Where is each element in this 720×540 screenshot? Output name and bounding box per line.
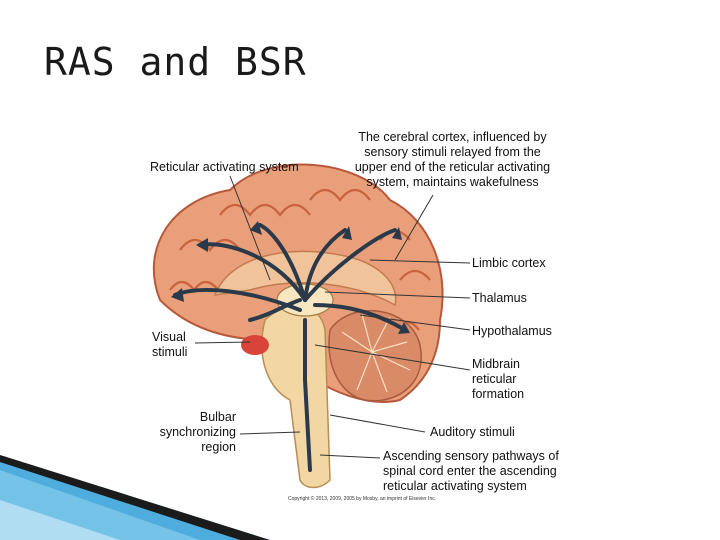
cerebellum [329,311,421,401]
label-ascending-pathways: Ascending sensory pathways of spinal cor… [383,449,559,494]
visual-region [241,335,269,355]
label-reticular-activating-system: Reticular activating system [150,160,299,175]
bulbar-line: Bulbar [140,410,236,425]
cortex-note-line: sensory stimuli relayed from the [340,145,565,160]
copyright-notice: Copyright © 2013, 2009, 2005 by Mosby, a… [288,496,436,502]
visual-line: Visual [152,330,187,345]
label-bulbar: Bulbar synchronizing region [140,410,236,455]
brainstem [262,306,330,487]
midbrain-line: Midbrain [472,357,524,372]
midbrain-line: formation [472,387,524,402]
ascending-line: spinal cord enter the ascending [383,464,559,479]
ascending-line: reticular activating system [383,479,559,494]
label-auditory-stimuli: Auditory stimuli [430,425,515,440]
label-midbrain: Midbrain reticular formation [472,357,524,402]
cortex-note-line: upper end of the reticular activating [340,160,565,175]
label-limbic-cortex: Limbic cortex [472,256,546,271]
midbrain-line: reticular [472,372,524,387]
visual-line: stimuli [152,345,187,360]
bulbar-line: synchronizing [140,425,236,440]
bulbar-line: region [140,440,236,455]
label-visual-stimuli: Visual stimuli [152,330,187,360]
cortex-note-line: system, maintains wakefulness [340,175,565,190]
label-hypothalamus: Hypothalamus [472,324,552,339]
label-thalamus: Thalamus [472,291,527,306]
ascending-line: Ascending sensory pathways of [383,449,559,464]
cortex-note-line: The cerebral cortex, influenced by [340,130,565,145]
label-cortex-note: The cerebral cortex, influenced by senso… [340,130,565,190]
